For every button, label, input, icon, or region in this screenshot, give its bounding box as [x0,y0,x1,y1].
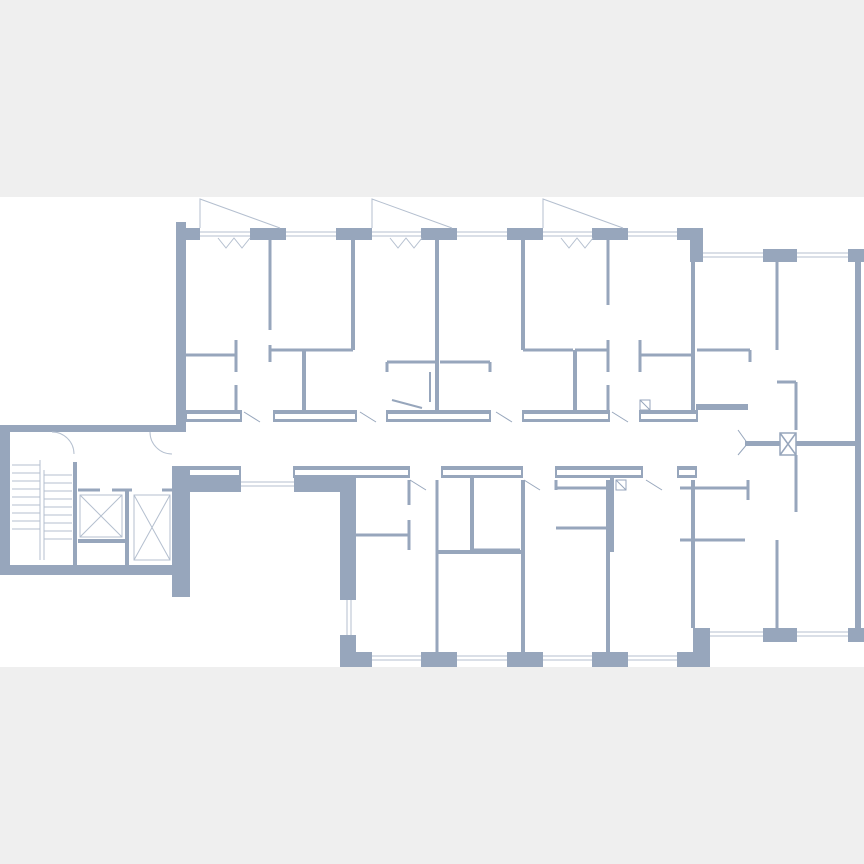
door-swing-icon [542,198,624,229]
corridor-wall [186,419,241,422]
corridor-wall [442,466,522,470]
door-swing-icon [495,411,513,423]
pillar [336,228,372,240]
outer-wall [0,425,10,575]
pillar [848,628,864,642]
door-swing-icon [560,237,594,249]
door-swing-icon [51,431,75,455]
pillar [421,228,457,240]
door-swing-icon [217,237,251,249]
corridor-wall [678,466,696,470]
corridor-wall [274,419,356,422]
pillar [848,249,864,262]
door-swing-icon [645,479,663,491]
corridor-wall [294,475,409,478]
pillar [693,628,710,652]
corridor-wall [678,475,696,478]
door-swing-icon [371,198,453,229]
door-swing-icon [615,479,627,491]
door-swing-icon [639,399,651,411]
pillar [507,228,543,240]
door-swing-icon [409,479,427,491]
outer-wall [176,222,186,427]
door-swing-icon [243,411,261,423]
pillar [421,652,457,667]
outer-wall [340,478,356,600]
corridor-wall [640,419,697,422]
outer-wall [0,565,190,575]
pillar [592,652,628,667]
wall [186,478,241,492]
elevator-shaft-icon [133,494,171,561]
wall [745,441,858,446]
doors-and-fixtures [12,198,797,561]
pillar [507,652,543,667]
staircase-icon [12,460,72,560]
corridor-wall [294,466,409,470]
corridor-wall [186,475,240,478]
load-bearing-walls [0,222,864,667]
pillar [763,628,797,642]
corridor-wall [523,410,609,414]
pillar [677,652,710,667]
corridor-wall [274,410,356,414]
door-swing-icon [523,479,541,491]
outer-wall [855,262,861,642]
partition-walls [73,240,798,652]
corridor-wall [186,410,241,414]
elevator-shaft-icon [79,494,123,538]
pillar [250,228,286,240]
corridor-wall [697,407,747,410]
door-swing-icon [611,411,629,423]
corridor-wall [523,419,609,422]
door-swing-icon [737,429,749,456]
pillar [340,652,372,667]
elevator-shaft-icon [779,432,797,456]
corridor-wall [640,410,697,414]
corridor-wall [186,466,240,470]
corridor-wall [442,475,522,478]
pillar [592,228,628,240]
corridor-wall [697,404,747,408]
door-swing-icon [149,431,173,455]
door-swing-icon [391,372,431,409]
outer-wall [0,425,186,432]
windows [200,231,848,661]
corridor-wall [556,475,642,478]
pillar [763,249,797,262]
corridor-wall [556,466,642,470]
corridor-wall [387,419,490,422]
door-swing-icon [389,237,423,249]
door-swing-icon [199,198,281,229]
door-swing-icon [359,411,377,423]
pillar [172,466,190,597]
